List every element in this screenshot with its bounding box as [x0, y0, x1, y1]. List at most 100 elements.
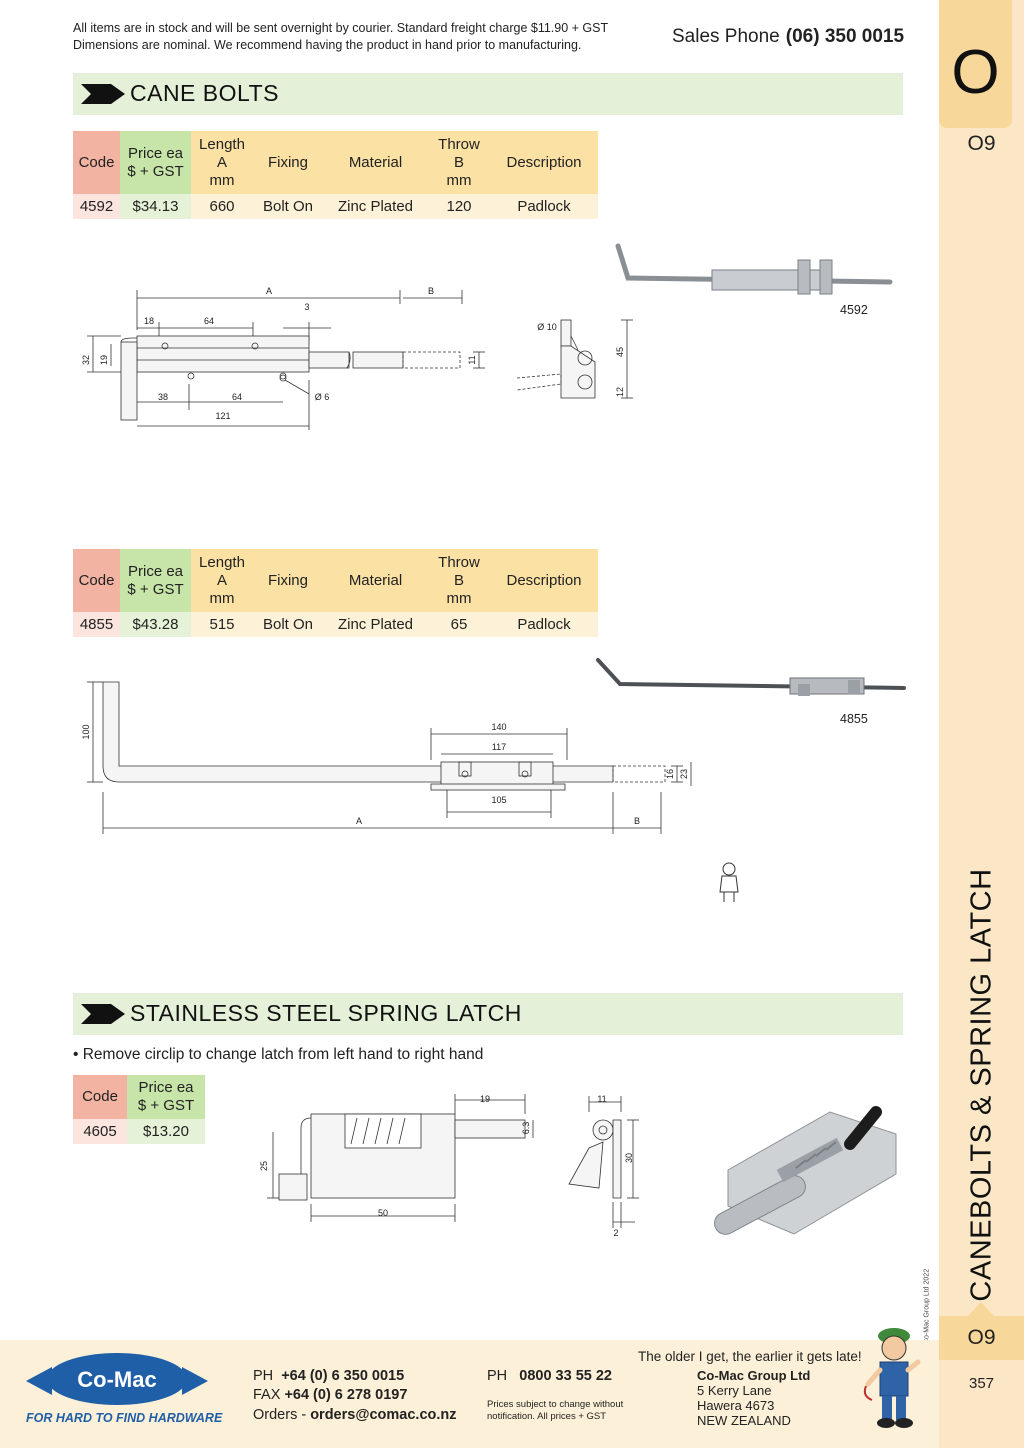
- svg-text:16: 16: [665, 769, 675, 779]
- svg-text:11: 11: [467, 355, 477, 364]
- sales-phone-number[interactable]: (06) 350 0015: [785, 26, 905, 47]
- svg-text:64: 64: [204, 316, 214, 326]
- cell-price: $34.13: [120, 194, 191, 219]
- header-material: Material: [323, 131, 428, 194]
- arrow-icon: [81, 84, 125, 104]
- product-photo-4855: [596, 658, 906, 696]
- header-code: Code: [73, 131, 120, 194]
- vertical-page-title: CANEBOLTS & SPRING LATCH: [965, 868, 998, 1302]
- technical-drawing-4855: 100 140 117 105 16 23 A B: [81, 681, 692, 834]
- header-price: Price ea$ + GST: [120, 549, 191, 612]
- cell-price: $43.28: [120, 612, 191, 637]
- header-code: Code: [73, 549, 120, 612]
- comac-logo[interactable]: Co-Mac: [22, 1345, 212, 1425]
- svg-text:12: 12: [615, 387, 625, 397]
- section-header-spring-latch: STAINLESS STEEL SPRING LATCH: [73, 993, 903, 1035]
- svg-text:A: A: [356, 816, 362, 826]
- header-price: Price ea$ + GST: [127, 1075, 205, 1119]
- svg-text:2: 2: [613, 1228, 618, 1238]
- footer-freephone[interactable]: PH 0800 33 55 22: [487, 1368, 612, 1384]
- section-header-cane-bolts: CANE BOLTS: [73, 73, 903, 115]
- usage-note: • Remove circlip to change latch from le…: [73, 1046, 484, 1063]
- product-photo-4592: [615, 243, 893, 295]
- notice-line-2: Dimensions are nominal. We recommend hav…: [73, 38, 582, 52]
- cell-throw: 65: [428, 612, 490, 637]
- header-fixing: Fixing: [253, 131, 323, 194]
- svg-text:121: 121: [215, 411, 230, 421]
- section-code: O9: [967, 132, 996, 155]
- footer-orders-email[interactable]: Orders - orders@comac.co.nz: [253, 1407, 457, 1423]
- cell-description: Padlock: [490, 194, 598, 219]
- cell-throw: 120: [428, 194, 490, 219]
- section-title: CANE BOLTS: [130, 80, 279, 106]
- svg-text:18: 18: [144, 316, 154, 326]
- table-row[interactable]: 4592 $34.13 660 Bolt On Zinc Plated 120 …: [73, 194, 598, 219]
- cell-code: 4605: [73, 1119, 127, 1144]
- footer-slogan: FOR HARD TO FIND HARDWARE: [26, 1411, 223, 1425]
- bottom-section-code: O9: [967, 1326, 996, 1349]
- footer-phone[interactable]: PH +64 (0) 6 350 0015: [253, 1368, 405, 1384]
- svg-text:38: 38: [158, 392, 168, 402]
- cell-code: 4592: [73, 194, 120, 219]
- header-description: Description: [490, 131, 598, 194]
- svg-text:30: 30: [624, 1153, 634, 1163]
- svg-text:64: 64: [232, 392, 242, 402]
- header-fixing: Fixing: [253, 549, 323, 612]
- notice-line-1: All items are in stock and will be sent …: [73, 21, 609, 35]
- product-photo-4605: [714, 1106, 897, 1235]
- svg-text:19: 19: [99, 355, 109, 365]
- svg-text:A: A: [266, 286, 272, 296]
- cell-material: Zinc Plated: [323, 612, 428, 637]
- svg-text:11: 11: [597, 1094, 606, 1104]
- header-description: Description: [490, 549, 598, 612]
- section-tab[interactable]: [939, 0, 1012, 128]
- footer-fax[interactable]: FAX +64 (0) 6 278 0197: [253, 1387, 408, 1403]
- cell-code: 4855: [73, 612, 120, 637]
- header-price: Price ea$ + GST: [120, 131, 191, 194]
- cell-description: Padlock: [490, 612, 598, 637]
- photo-caption: 4592: [840, 303, 868, 317]
- cell-fixing: Bolt On: [253, 612, 323, 637]
- table-row[interactable]: 4605 $13.20: [73, 1119, 205, 1144]
- svg-text:3: 3: [304, 302, 309, 312]
- svg-text:23: 23: [679, 769, 689, 779]
- photo-caption: 4855: [840, 712, 868, 726]
- mascot-icon: [863, 1328, 921, 1428]
- sales-phone-label: Sales Phone: [672, 26, 780, 47]
- section-letter: O: [951, 38, 1000, 107]
- arrow-icon: [81, 1004, 125, 1024]
- cell-material: Zinc Plated: [323, 194, 428, 219]
- svg-text:117: 117: [492, 742, 506, 752]
- tab-bottom-arrow: [968, 1302, 994, 1316]
- header-code: Code: [73, 1075, 127, 1119]
- svg-text:45: 45: [615, 347, 625, 357]
- cell-length: 515: [191, 612, 253, 637]
- technical-drawing-4605: 19 6.3 25 50 11 30 2: [259, 1094, 639, 1238]
- tagline: The older I get, the earlier it gets lat…: [638, 1349, 862, 1364]
- technical-drawing-4592: A B 3 18 64 38 64 Ø 6 121 Ø 10 32 19 11 …: [81, 286, 633, 430]
- svg-text:105: 105: [491, 795, 506, 805]
- svg-text:Co-Mac: Co-Mac: [77, 1367, 156, 1392]
- stock-notice: All items are in stock and will be sent …: [73, 20, 653, 54]
- svg-text:B: B: [634, 816, 640, 826]
- sales-phone[interactable]: Sales Phone(06) 350 0015: [672, 26, 904, 48]
- cell-length: 660: [191, 194, 253, 219]
- side-tab-strip: [939, 0, 1024, 1448]
- bottom-section-tab[interactable]: [939, 1316, 1024, 1360]
- svg-text:19: 19: [480, 1094, 490, 1104]
- svg-text:140: 140: [491, 722, 506, 732]
- svg-text:B: B: [428, 286, 434, 296]
- page-number: 357: [968, 1375, 995, 1392]
- cell-price: $13.20: [127, 1119, 205, 1144]
- product-table-4605: Code Price ea$ + GST 4605 $13.20: [73, 1075, 205, 1144]
- header-material: Material: [323, 549, 428, 612]
- svg-text:Ø 6: Ø 6: [315, 392, 330, 402]
- table-row[interactable]: 4855 $43.28 515 Bolt On Zinc Plated 65 P…: [73, 612, 598, 637]
- cell-fixing: Bolt On: [253, 194, 323, 219]
